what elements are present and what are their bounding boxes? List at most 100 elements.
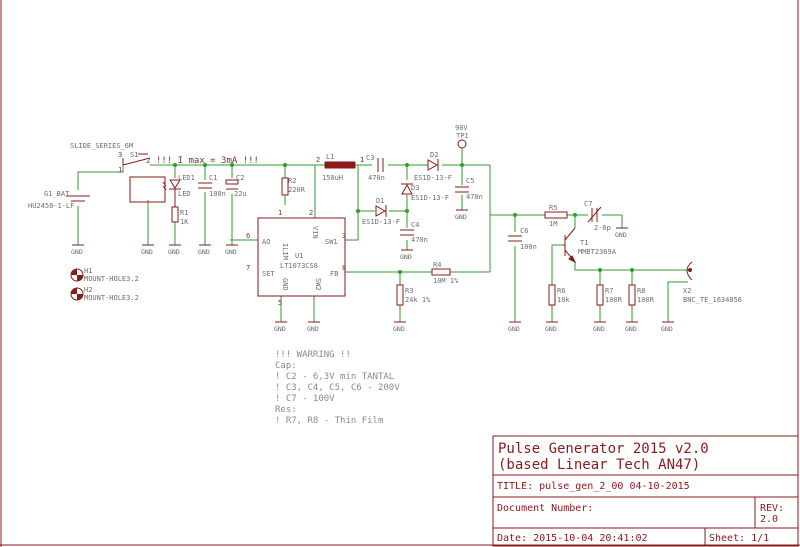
resistor-r2: R2 220R — [281, 177, 306, 196]
s1-type-label: SLIDE_SERIES_6M — [70, 142, 133, 150]
h1-name-label: H1 — [84, 267, 92, 275]
gnd-c1: GND — [198, 244, 211, 256]
gnd-r3: GND — [393, 321, 406, 333]
c3-name-label: C3 — [366, 154, 374, 162]
u1-pin-ao: AO — [262, 238, 270, 246]
svg-text:GND: GND — [400, 253, 412, 261]
r7-value-label: 100R — [605, 296, 623, 304]
battery-g1: G1_BAT HU2450-1-LF — [28, 190, 90, 210]
c7-name-label: C7 — [584, 200, 592, 208]
junctions — [173, 163, 634, 274]
rev-label: REV: — [760, 503, 784, 514]
ground-symbols: GND GND GND GND GND GND GND GND GND GND … — [71, 209, 674, 333]
u1-pin-number-2: 2 — [309, 209, 313, 217]
c7-value-label: 2-6p — [594, 224, 611, 232]
rev-value: 2.0 — [760, 514, 778, 525]
resistor-r5: R5 1M — [544, 204, 568, 228]
transistor-t1: T1 MMBT2369A — [563, 227, 617, 264]
u1-pin-number-3: 3 — [342, 232, 346, 240]
r8-name-label: R8 — [637, 287, 645, 295]
s1-name-label: S1 — [130, 151, 138, 159]
capacitor-c5: C5 470n — [455, 177, 483, 201]
resistor-r6: R6 10k — [548, 284, 570, 306]
resistor-r4: R4 10M 1% — [431, 261, 459, 285]
r8-value-label: 100R — [637, 296, 655, 304]
d3-value-label: ES1D-13-F — [411, 194, 449, 202]
diode-d3: D3 ES1D-13-F — [401, 183, 449, 202]
gnd-c7: GND — [615, 227, 628, 239]
d3-name-label: D3 — [411, 184, 419, 192]
svg-text:GND: GND — [307, 325, 319, 333]
diode-d1: D1 ES1D-13-F — [362, 197, 400, 226]
gnd-r7: GND — [593, 321, 606, 333]
c2-name-label: C2 — [236, 174, 244, 182]
r4-value-label: 10M 1% — [433, 277, 459, 285]
sheet-field: Sheet: 1/1 — [709, 533, 769, 544]
r1-value-label: 1K — [180, 218, 189, 226]
u1-pin-gnd: GND — [281, 278, 289, 291]
doc-number-label: Document Number: — [497, 503, 593, 514]
title-line-2: (based Linear Tech AN47) — [498, 457, 700, 473]
r5-name-label: R5 — [549, 204, 557, 212]
l1-pin-1: 1 — [360, 156, 364, 164]
u1-value-label: LT1073CS8 — [280, 262, 318, 270]
l1-name-label: L1 — [326, 153, 334, 161]
svg-text:GND: GND — [593, 325, 605, 333]
r2-value-label: 220R — [288, 186, 306, 194]
led1-name-label: LED1 — [178, 174, 195, 182]
h1-value-label: MOUNT-HOLE3.2 — [84, 275, 139, 283]
u1-pin-sw1: SW1 — [325, 238, 338, 246]
notes-cap-line-1: ! C2 - 6,3V min TANTAL — [275, 372, 394, 382]
diode-d2: D2 ES1D-13-F — [414, 151, 452, 182]
u1-pin-number-1: 1 — [278, 209, 282, 217]
capacitor-c6: C6 100n — [508, 227, 537, 251]
t1-name-label: T1 — [580, 239, 588, 247]
gnd-u1b: GND — [307, 321, 320, 333]
svg-text:GND: GND — [225, 248, 237, 256]
svg-text:GND: GND — [71, 248, 83, 256]
gnd-u1a: GND — [274, 321, 287, 333]
u1-pin-vin: VIN — [311, 226, 319, 239]
r7-name-label: R7 — [605, 287, 613, 295]
c1-value-label: 100n — [209, 190, 226, 198]
gnd-r8: GND — [625, 321, 638, 333]
r6-value-label: 10k — [557, 296, 570, 304]
switch-s1: SLIDE_SERIES_6M S1 3 1 2 !!! I max = 3mA… — [70, 142, 259, 203]
capacitor-c1: C1 100n — [198, 174, 226, 198]
svg-text:GND: GND — [393, 325, 405, 333]
led1-value-label: LED — [178, 190, 191, 198]
r4-name-label: R4 — [433, 261, 441, 269]
u1-pin-fb: FB — [330, 270, 338, 278]
s1-pin-2: 2 — [146, 157, 150, 165]
c1-name-label: C1 — [209, 174, 217, 182]
capacitor-c7: C7 2-6p — [584, 200, 611, 232]
t1-value-label: MMBT2369A — [578, 248, 617, 256]
svg-text:GND: GND — [198, 248, 210, 256]
notes-cap-label: Cap: — [275, 361, 297, 371]
s1-pin-1: 1 — [118, 166, 122, 174]
d2-name-label: D2 — [430, 151, 438, 159]
capacitor-c3: C3 470n — [366, 154, 385, 182]
svg-text:GND: GND — [615, 231, 627, 239]
svg-text:GND: GND — [508, 325, 520, 333]
notes-res-label: Res: — [275, 405, 297, 415]
gnd-r6: GND — [545, 321, 558, 333]
date-field: Date: 2015-10-04 20:41:02 — [497, 533, 648, 544]
l1-value-label: 150uH — [322, 174, 343, 182]
d2-value-label: ES1D-13-F — [414, 174, 452, 182]
s1-pin-3: 3 — [118, 151, 122, 159]
gnd-x2: GND — [661, 321, 674, 333]
c3-value-label: 470n — [368, 174, 385, 182]
g1-value-label: HU2450-1-LF — [28, 202, 74, 210]
gnd-r1: GND — [168, 244, 181, 256]
d1-value-label: ES1D-13-F — [362, 218, 400, 226]
warning-notes: !!! WARRING !! Cap: ! C2 - 6,3V min TANT… — [275, 350, 400, 426]
capacitor-c4: C4 470n — [400, 221, 428, 244]
resistor-r7: R7 100R — [596, 284, 623, 306]
title-line-1: Pulse Generator 2015 v2.0 — [498, 441, 709, 457]
svg-text:GND: GND — [545, 325, 557, 333]
gnd-c6: GND — [508, 321, 521, 333]
g1-name-label: G1_BAT — [44, 190, 70, 198]
l1-pin-2: 2 — [316, 156, 320, 164]
